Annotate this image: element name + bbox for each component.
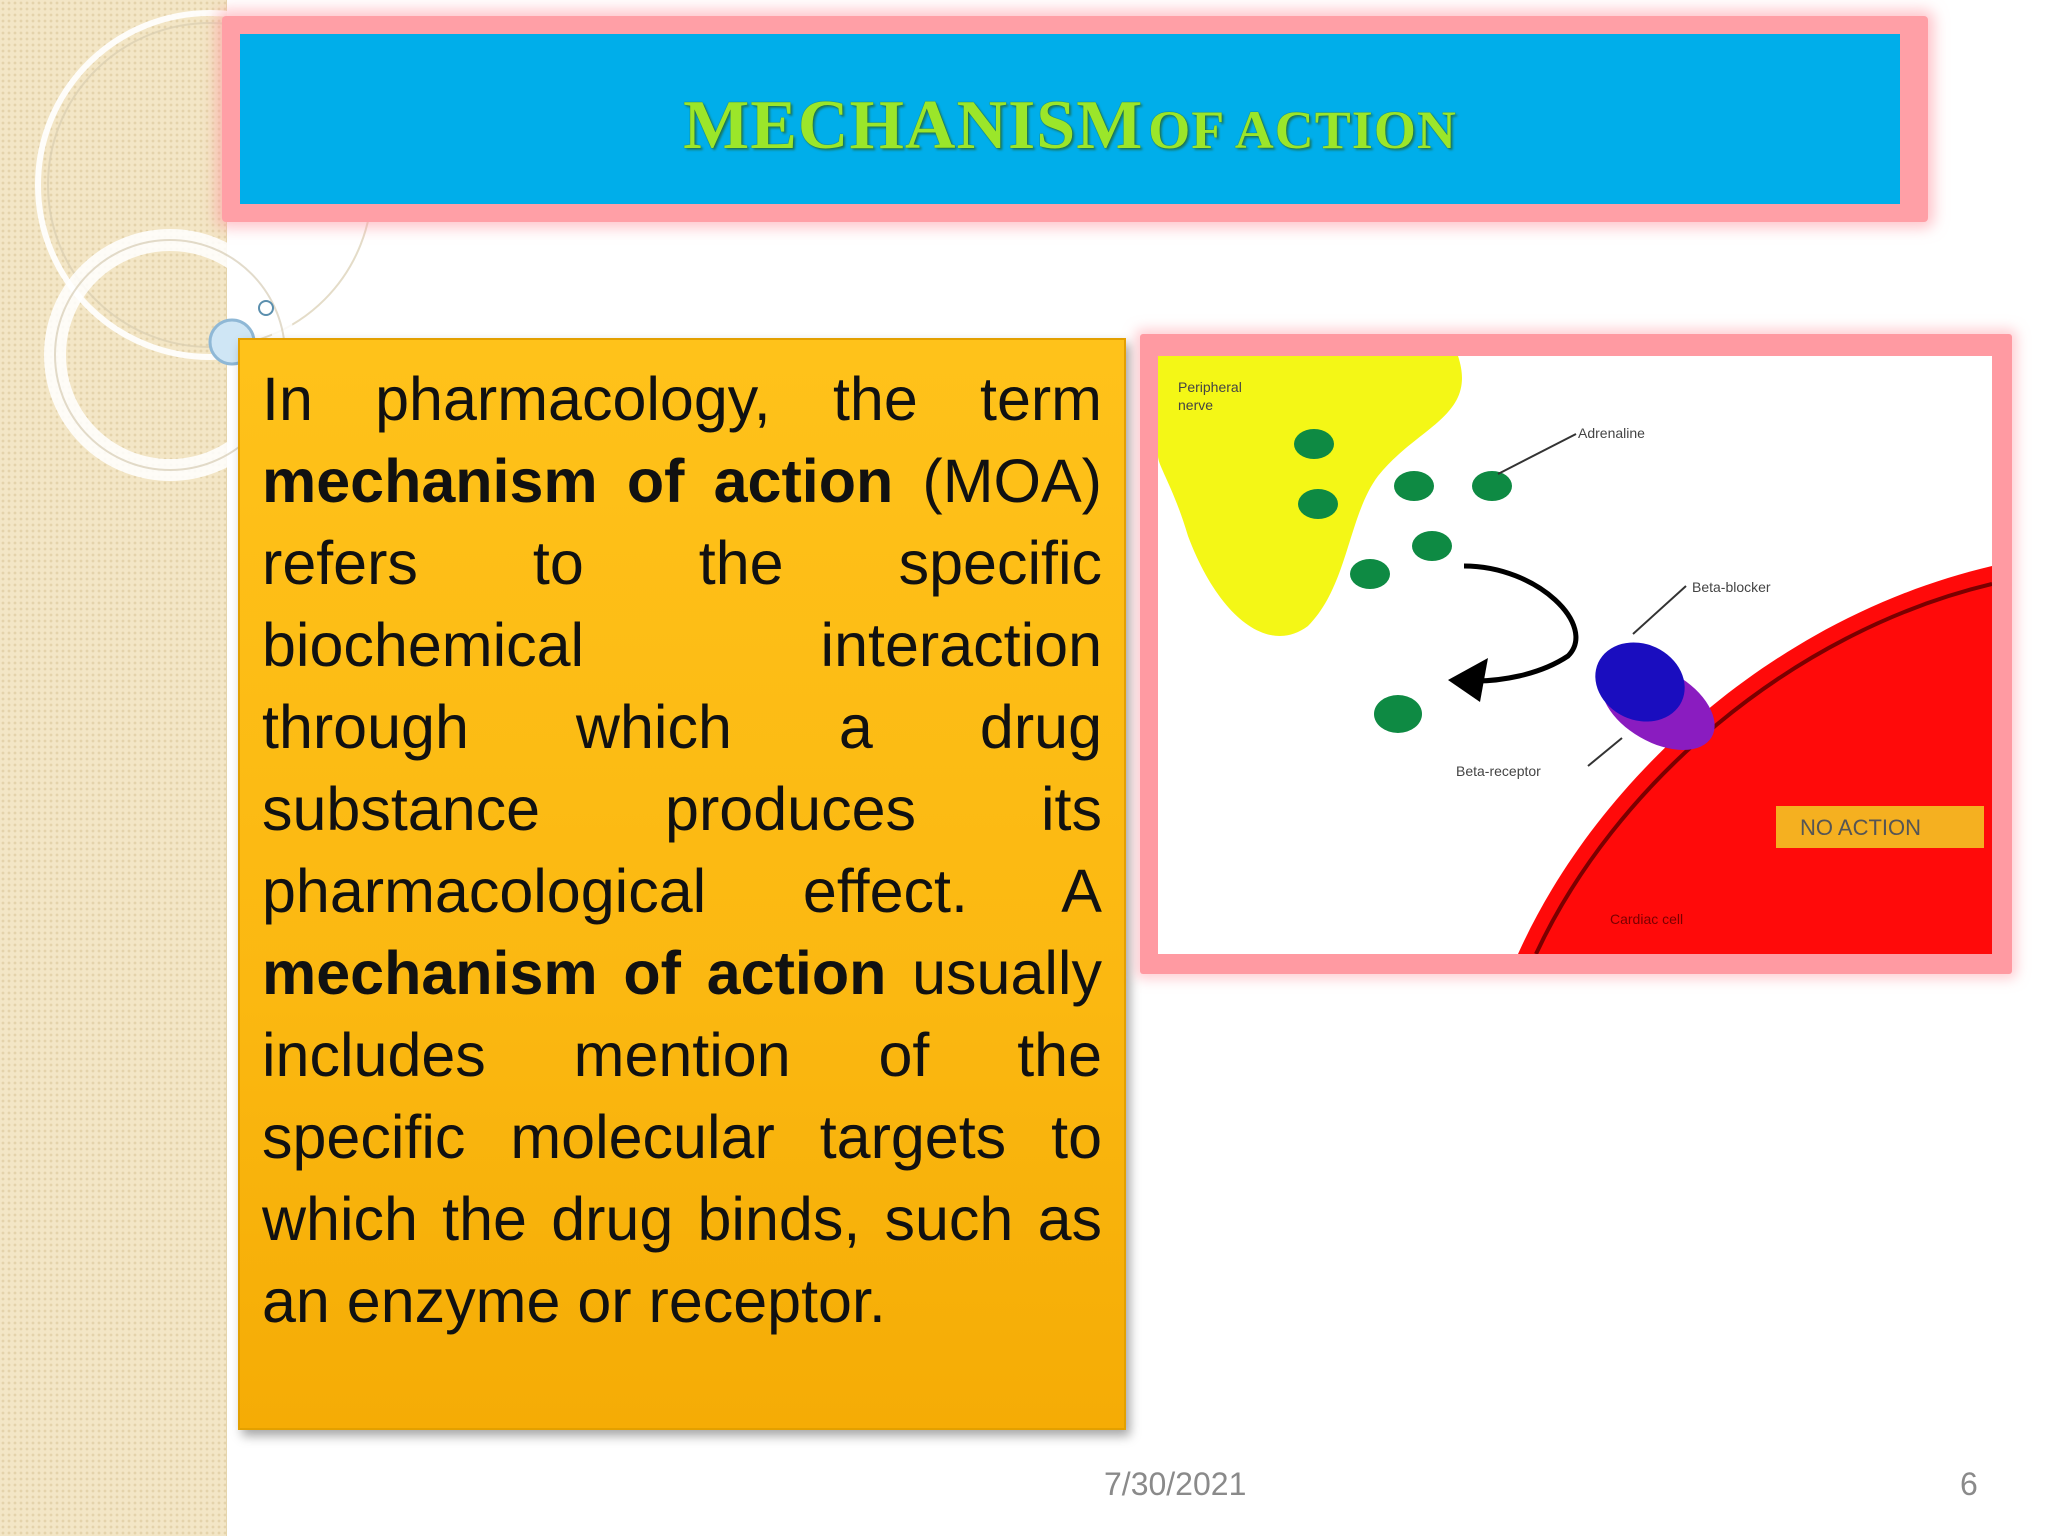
arrow-head — [1448, 658, 1488, 702]
footer-date: 7/30/2021 — [1104, 1466, 1247, 1502]
paragraph-bold-2: mechanism of action — [262, 939, 887, 1007]
label-no-action: NO ACTION — [1800, 815, 1921, 840]
beta-blocker-diagram: Peripheral nerve Adrenaline Beta-blocker… — [1158, 356, 1992, 954]
label-peripheral-nerve-1: Peripheral — [1178, 379, 1242, 395]
adrenaline-dot — [1394, 471, 1434, 501]
footer-page-number: 6 — [1960, 1466, 1978, 1502]
slide-title: MECHANISM OF ACTION — [683, 86, 1457, 166]
cardiac-cell-membrane — [1534, 582, 1992, 954]
title-words-of-action: OF ACTION — [1148, 100, 1457, 160]
no-action-badge — [1776, 806, 1984, 848]
bullet-circle-icon — [258, 300, 274, 316]
diagram-svg: Peripheral nerve Adrenaline Beta-blocker… — [1158, 356, 1992, 954]
definition-text-box: In pharmacology, the term mechanism of a… — [238, 338, 1126, 1430]
definition-paragraph: In pharmacology, the term mechanism of a… — [262, 358, 1102, 1342]
paragraph-text-1: In pharmacology, the term — [262, 365, 1102, 433]
decorative-side-strip — [0, 0, 227, 1536]
beta-blocker-shape — [1595, 642, 1685, 722]
adrenaline-dot — [1412, 531, 1452, 561]
adrenaline-dot — [1294, 429, 1334, 459]
curved-arrow — [1463, 563, 1579, 684]
paragraph-text-2: (MOA) refers to the specific biochemical… — [262, 447, 1102, 925]
label-adrenaline: Adrenaline — [1578, 425, 1645, 441]
cardiac-cell-shape — [1518, 566, 1992, 954]
adrenaline-dot — [1350, 559, 1390, 589]
title-word-mechanism: MECHANISM — [683, 87, 1144, 164]
label-beta-blocker: Beta-blocker — [1692, 579, 1771, 595]
label-cardiac-cell: Cardiac cell — [1610, 911, 1683, 927]
label-beta-receptor: Beta-receptor — [1456, 763, 1541, 779]
adrenaline-dot — [1472, 471, 1512, 501]
adrenaline-dot — [1298, 489, 1338, 519]
label-peripheral-nerve-2: nerve — [1178, 397, 1213, 413]
paragraph-text-3: usually includes mention of the specific… — [262, 939, 1102, 1335]
adrenaline-dot-free — [1374, 695, 1422, 733]
title-banner: MECHANISM OF ACTION — [240, 34, 1900, 204]
paragraph-bold-1: mechanism of action — [262, 447, 894, 515]
